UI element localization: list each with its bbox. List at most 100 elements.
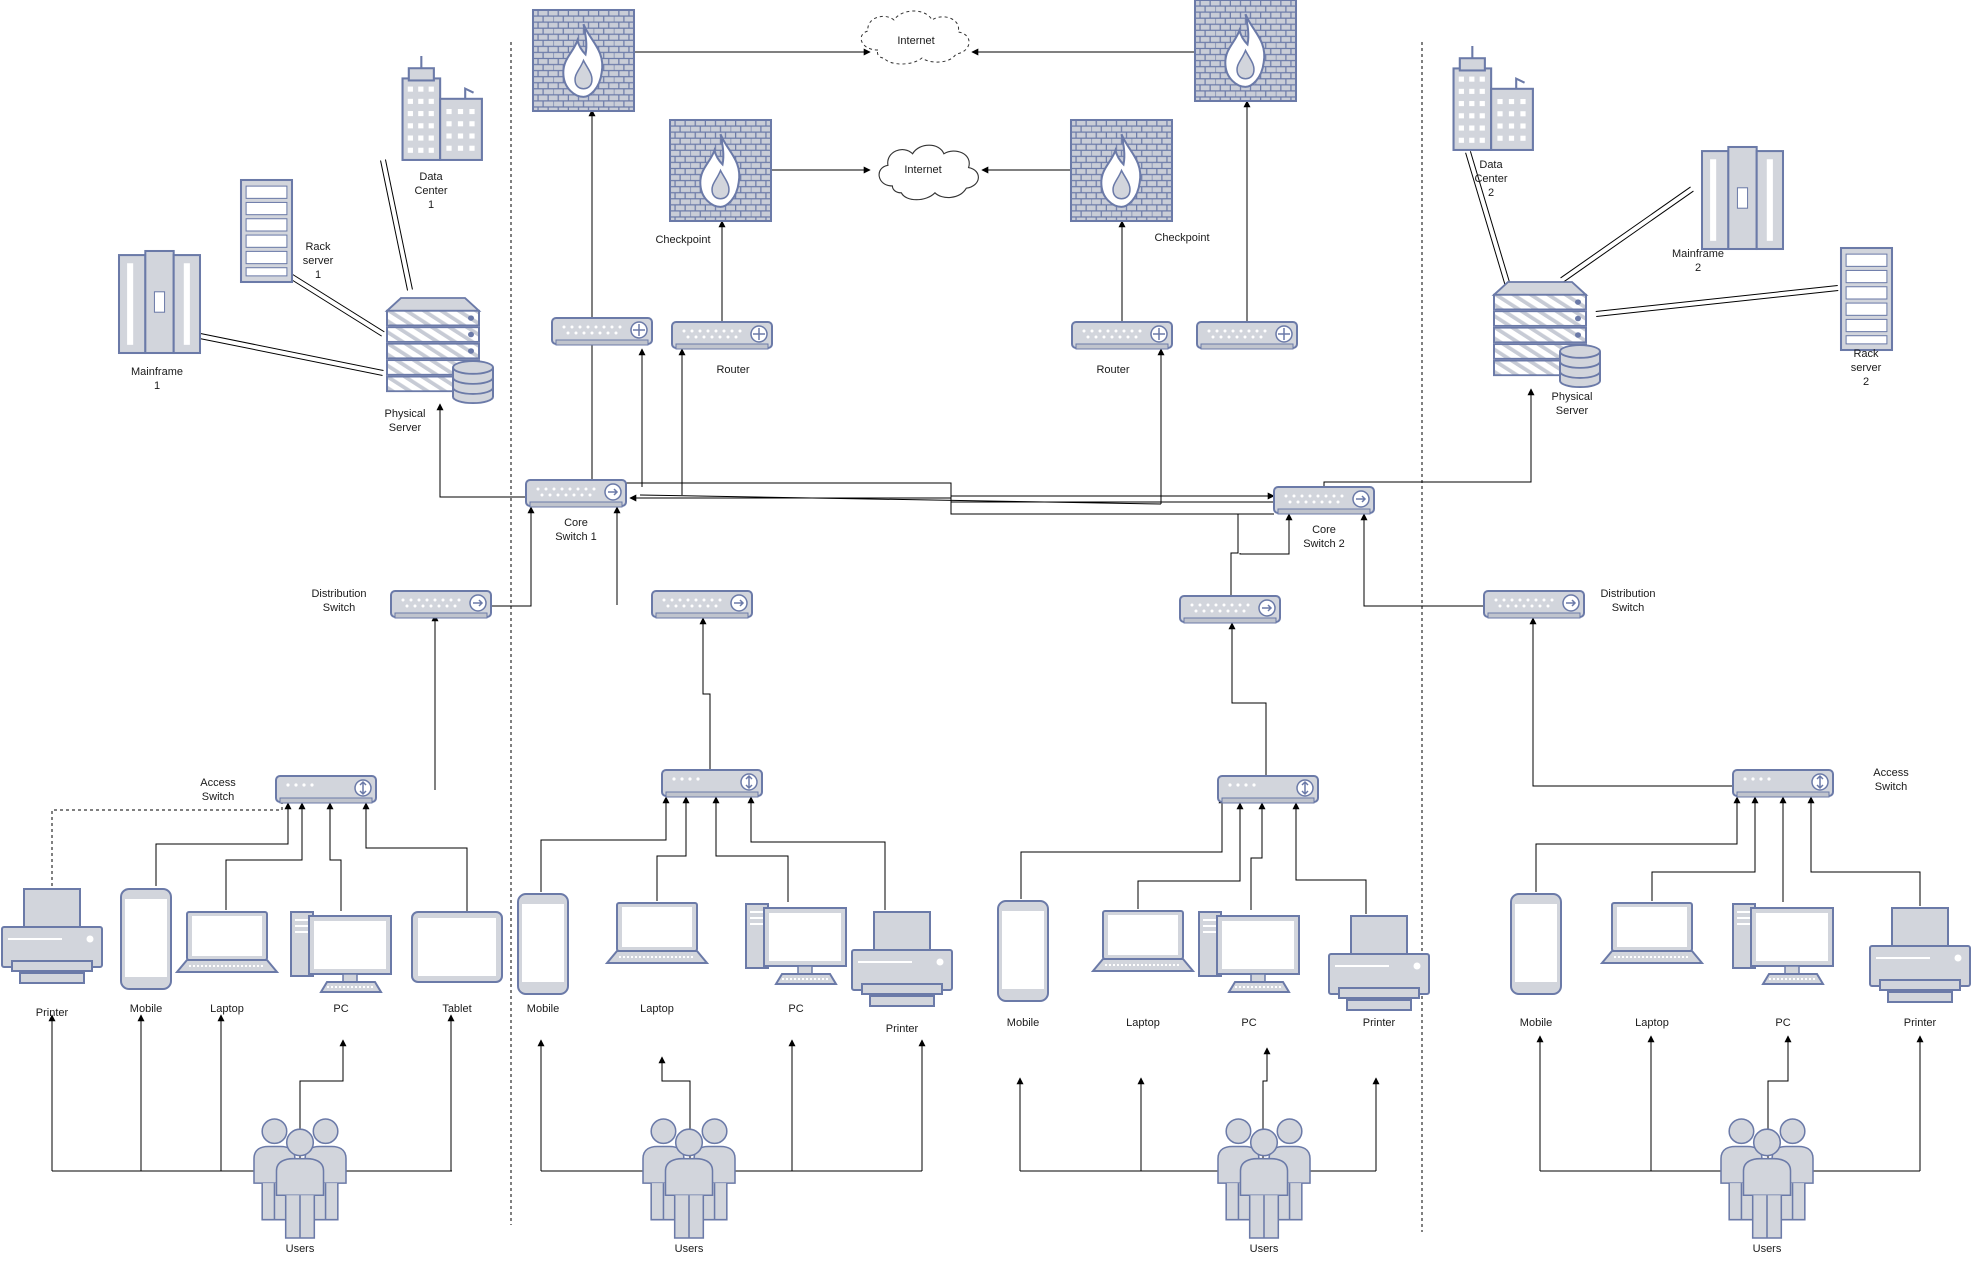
- label-access-switch-right-line: Access: [1873, 767, 1909, 779]
- router-left: [671, 321, 773, 350]
- laptop4-to-access: [1651, 796, 1759, 901]
- label-device-1-pc-line: PC: [333, 1003, 348, 1015]
- label-device-4-laptop-line: Laptop: [1635, 1017, 1669, 1029]
- device-4-laptop: [1601, 902, 1703, 964]
- label-device-3-printer: Printer: [1363, 1017, 1396, 1029]
- label-distribution-switch-right-line: Switch: [1612, 602, 1644, 614]
- label-mainframe-1-line: Mainframe: [131, 366, 183, 378]
- device-3-printer: [1328, 915, 1430, 1011]
- label-checkpoint-right: Checkpoint: [1154, 232, 1209, 244]
- users4-up-pc: [1767, 1035, 1792, 1171]
- users-group-4: [1720, 1118, 1814, 1239]
- label-access-switch-left-line: Switch: [202, 791, 234, 803]
- distribution-switch-right: [1483, 590, 1585, 619]
- mobile4-to-access: [1535, 796, 1741, 892]
- distmidright-to-core2: [1230, 513, 1240, 596]
- label-device-2-pc-line: PC: [788, 1003, 803, 1015]
- firewall-checkpoint-left: [668, 118, 773, 223]
- label-device-3-laptop-line: Laptop: [1126, 1017, 1160, 1029]
- device-2-printer: [851, 911, 953, 1007]
- label-device-3-laptop: Laptop: [1126, 1017, 1160, 1029]
- physical-server-1: [386, 297, 494, 405]
- users2-up-laptop: [658, 1056, 691, 1171]
- dc1-to-pserver1-a: [384, 159, 413, 290]
- pc1-to-access: [326, 802, 342, 911]
- access-switch-3: [1217, 775, 1319, 804]
- label-device-4-pc-line: PC: [1775, 1017, 1790, 1029]
- label-rack-server-2-line: 2: [1863, 376, 1869, 388]
- label-users-3: Users: [1250, 1243, 1279, 1255]
- printer2-to-access: [747, 796, 886, 910]
- cloud-internet-top: [860, 10, 970, 65]
- label-mainframe-2: Mainframe 2: [1672, 248, 1724, 274]
- firewall-top-left: [531, 8, 636, 113]
- device-4-pc: [1732, 903, 1834, 985]
- label-users-2: Users: [675, 1243, 704, 1255]
- label-device-4-mobile: Mobile: [1520, 1017, 1552, 1029]
- label-checkpoint-left-line: Checkpoint: [655, 234, 710, 246]
- label-device-1-printer: Printer: [36, 1007, 69, 1019]
- users-group-2: [642, 1118, 736, 1239]
- mobile2-to-access: [540, 796, 670, 892]
- dc2-to-pserver2-a: [1469, 151, 1511, 286]
- label-router-right-line: Router: [1096, 364, 1129, 376]
- label-router-right: Router: [1096, 364, 1129, 376]
- device-3-mobile: [997, 900, 1049, 1002]
- label-device-1-tablet-line: Tablet: [442, 1003, 471, 1015]
- label-device-3-pc-line: PC: [1241, 1017, 1256, 1029]
- users-group-3: [1217, 1118, 1311, 1239]
- printer4-to-access: [1807, 796, 1921, 906]
- mainframe-1: [117, 249, 202, 355]
- core1-core2-a: [626, 482, 1275, 500]
- label-internet-mid-line: Internet: [904, 164, 941, 176]
- label-access-switch-left-line: Access: [200, 777, 236, 789]
- label-data-center-2-line: Center: [1474, 173, 1507, 185]
- rack-server-2: [1839, 246, 1894, 352]
- label-users-4-line: Users: [1753, 1243, 1782, 1255]
- label-users-3-line: Users: [1250, 1243, 1279, 1255]
- tablet1-to-access: [362, 802, 468, 911]
- label-device-4-printer: Printer: [1904, 1017, 1937, 1029]
- dc2-to-pserver2-b: [1465, 152, 1507, 287]
- label-data-center-1-line: Center: [414, 185, 447, 197]
- label-checkpoint-left: Checkpoint: [655, 234, 710, 246]
- label-rack-server-1-line: Rack: [305, 241, 331, 253]
- buildings-dc-1: [401, 54, 483, 162]
- mainframe-2: [1700, 145, 1785, 251]
- label-device-2-laptop: Laptop: [640, 1003, 674, 1015]
- label-mainframe-2-line: Mainframe: [1672, 248, 1724, 260]
- device-4-mobile: [1510, 893, 1562, 995]
- router-top-left: [551, 317, 653, 346]
- label-access-switch-right-line: Switch: [1875, 781, 1907, 793]
- printer1-to-access: [51, 785, 286, 886]
- distribution-switch-mid-left: [651, 590, 753, 619]
- label-distribution-switch-left-line: Switch: [323, 602, 355, 614]
- label-device-4-printer-line: Printer: [1904, 1017, 1937, 1029]
- dc1-to-pserver1-b: [380, 160, 409, 291]
- label-device-3-printer-line: Printer: [1363, 1017, 1396, 1029]
- label-device-3-pc: PC: [1241, 1017, 1256, 1029]
- rack-server-1: [239, 178, 294, 284]
- device-4-printer: [1869, 907, 1971, 1003]
- label-device-2-laptop-line: Laptop: [640, 1003, 674, 1015]
- core1-to-pserver1: [436, 403, 526, 498]
- device-1-printer: [1, 888, 103, 984]
- label-mainframe-2-line: 2: [1695, 262, 1701, 274]
- label-physical-server-1-line: Physical: [385, 408, 426, 420]
- label-core-switch-2-line: Core: [1312, 524, 1336, 536]
- label-router-left-line: Router: [716, 364, 749, 376]
- pc2-to-access: [712, 796, 789, 902]
- rack1-to-pserver1-a: [285, 269, 385, 333]
- mobile1-to-access: [155, 802, 292, 886]
- label-core-switch-2-line: Switch 2: [1303, 538, 1345, 550]
- mainframe1-to-pserver1-b: [199, 337, 383, 376]
